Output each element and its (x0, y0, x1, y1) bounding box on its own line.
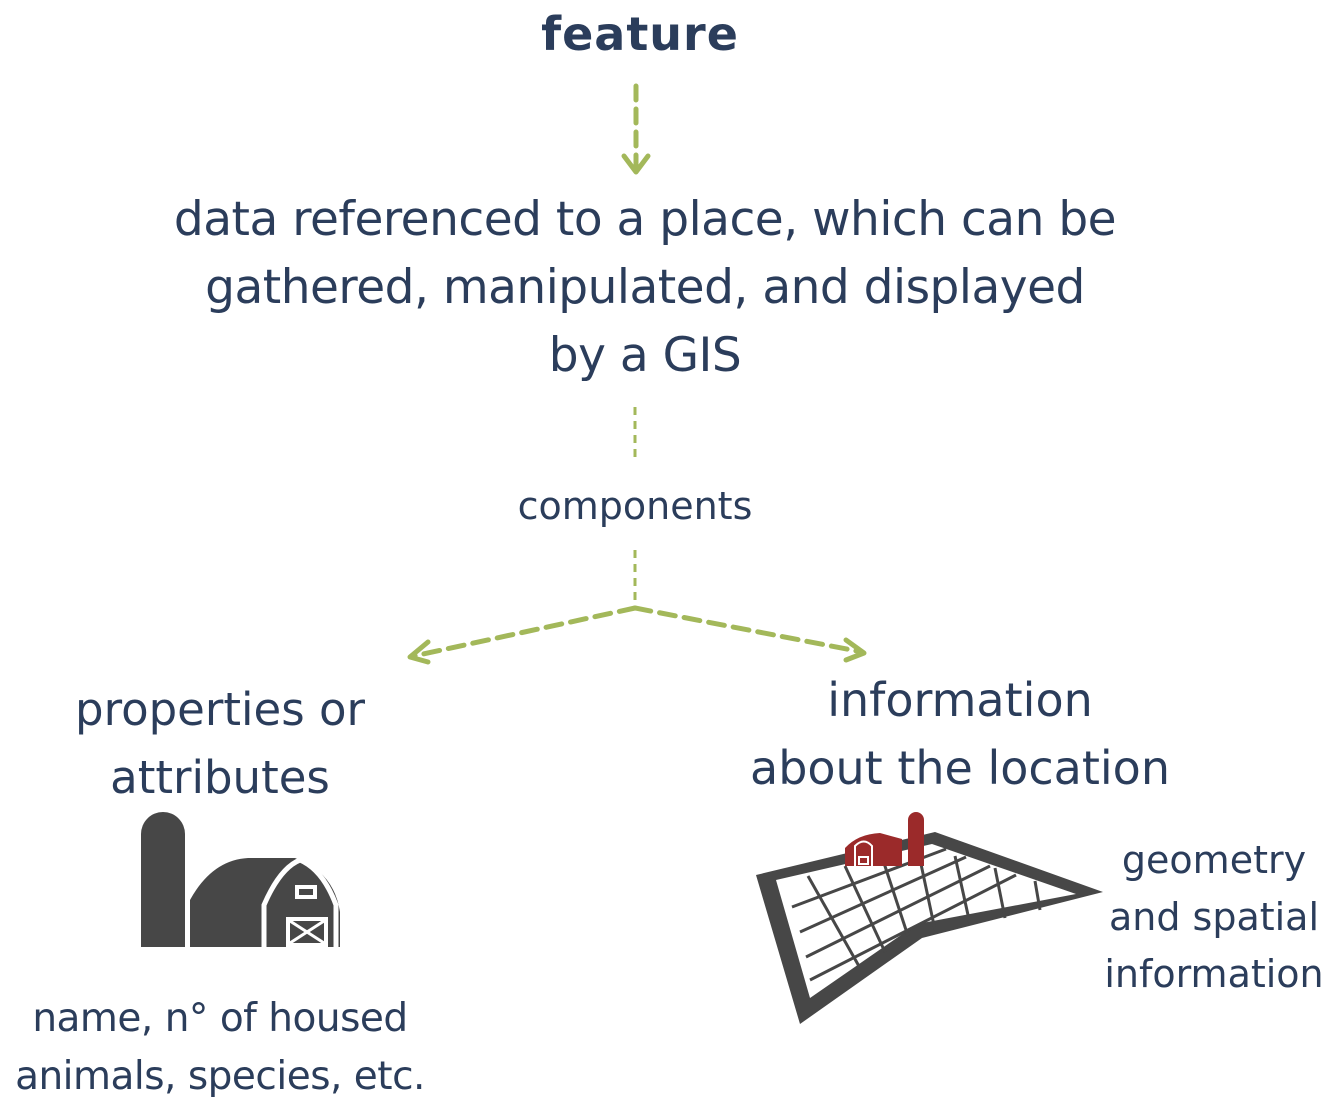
location-heading: information about the location (700, 666, 1220, 802)
diagram-title: feature (541, 7, 739, 61)
arrow-down-icon (621, 83, 651, 175)
attributes-heading: properties or attributes (20, 676, 420, 812)
attributes-heading-line: attributes (110, 751, 330, 804)
location-heading-line: about the location (750, 741, 1170, 795)
attributes-example-line: name, n° of housed (32, 996, 408, 1041)
components-label: components (517, 484, 753, 528)
arrow-right-icon (632, 605, 867, 663)
location-heading-line: information (827, 673, 1093, 727)
map-with-barn-icon (756, 812, 1103, 1024)
geometry-label-line: and spatial (1108, 895, 1320, 939)
definition-line: gathered, manipulated, and displayed (205, 260, 1085, 315)
geometry-label-line: geometry (1121, 838, 1307, 882)
attributes-example-line: animals, species, etc. (15, 1054, 425, 1099)
geometry-label-line: information (1104, 952, 1324, 996)
attributes-examples: name, n° of housed animals, species, etc… (0, 990, 440, 1106)
definition-line: by a GIS (548, 328, 742, 383)
attributes-heading-line: properties or (75, 683, 365, 736)
feature-definition: data referenced to a place, which can be… (120, 186, 1170, 390)
geometry-label: geometry and spatial information (1090, 832, 1338, 1003)
arrow-left-icon (407, 605, 638, 665)
barn-silo-icon (141, 812, 340, 947)
definition-line: data referenced to a place, which can be (173, 192, 1117, 247)
